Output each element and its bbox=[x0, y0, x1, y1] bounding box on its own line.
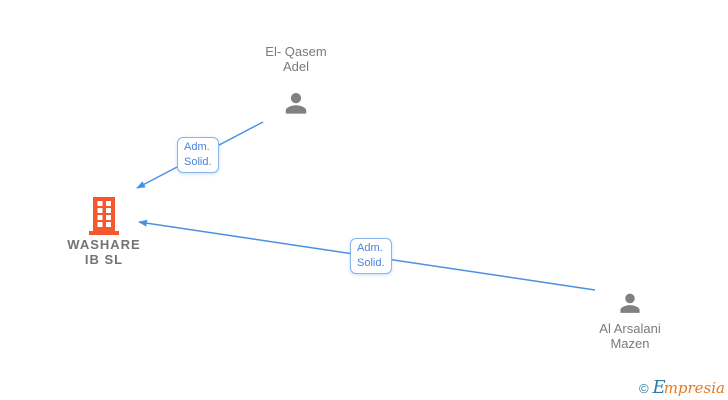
person-name-label: El- Qasem Adel bbox=[265, 44, 327, 74]
node-person-al-arsalani-mazen[interactable]: Al Arsalani Mazen bbox=[550, 289, 710, 351]
edge-label-adm-solid-1[interactable]: Adm. Solid. bbox=[177, 137, 219, 173]
empresia-watermark[interactable]: © Empresia bbox=[638, 377, 725, 398]
person-icon bbox=[620, 293, 640, 313]
brand-rest: mpresia bbox=[663, 379, 725, 397]
brand-text: Empresia bbox=[652, 377, 725, 398]
person-name-label: Al Arsalani Mazen bbox=[599, 321, 661, 351]
company-name-label: WASHARE IB SL bbox=[67, 237, 141, 267]
person-icon bbox=[285, 93, 307, 114]
copyright-icon: © bbox=[638, 381, 649, 396]
building-icon bbox=[89, 197, 119, 235]
node-person-el-qasem-adel[interactable]: El- Qasem Adel bbox=[216, 44, 376, 118]
edge-label-adm-solid-2[interactable]: Adm. Solid. bbox=[350, 238, 392, 274]
node-company-washare-ib-sl[interactable]: WASHARE IB SL bbox=[24, 196, 184, 267]
brand-initial: E bbox=[652, 377, 666, 398]
